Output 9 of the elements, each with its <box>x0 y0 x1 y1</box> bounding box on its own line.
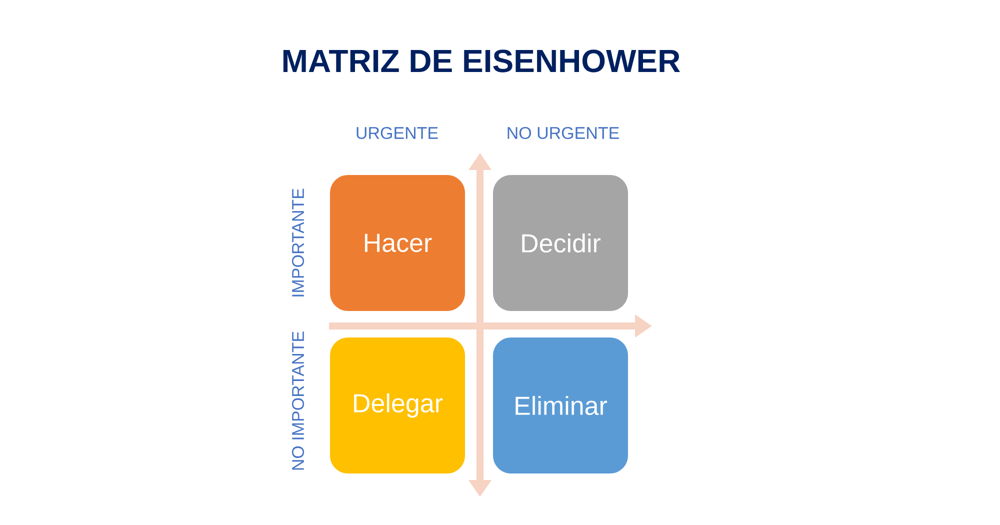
row-heading: IMPORTANTE <box>292 188 304 296</box>
quadrant-box: Hacer <box>330 175 465 311</box>
quadrant-box: Decidir <box>493 175 628 311</box>
column-heading: NO URGENTE <box>508 126 619 140</box>
column-heading: URGENTE <box>356 126 438 140</box>
quadrant-box: Delegar <box>330 338 465 474</box>
quadrant-box: Eliminar <box>493 338 628 474</box>
row-heading: NO IMPORTANTE <box>292 332 304 470</box>
title: MATRIZ DE EISENHOWER <box>283 50 680 72</box>
